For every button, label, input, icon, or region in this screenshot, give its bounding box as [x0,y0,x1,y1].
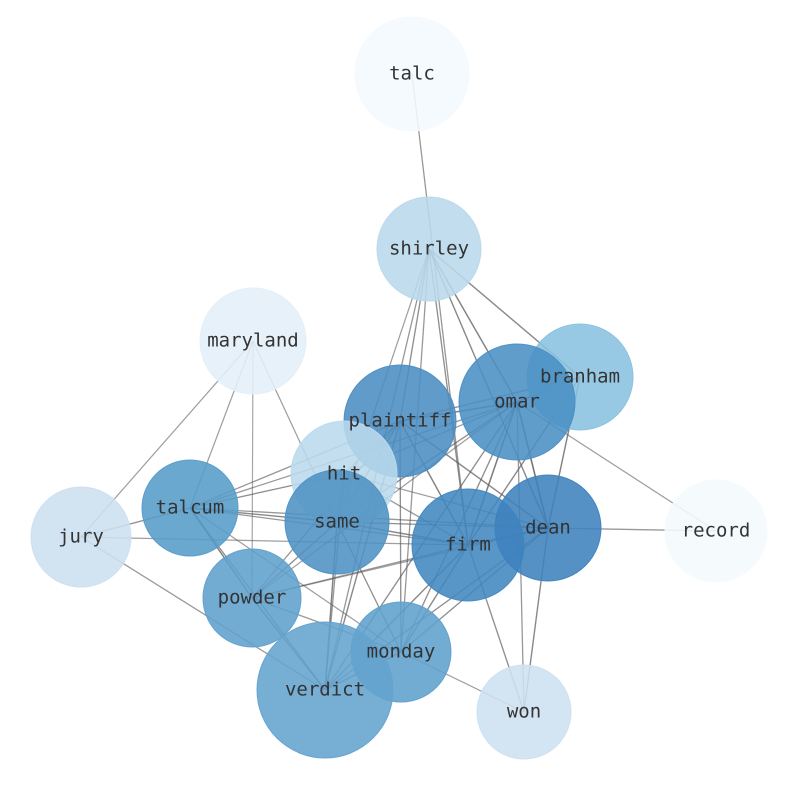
node-label-branham: branham [540,366,620,388]
graph-node-talcum[interactable] [141,459,239,557]
graph-node-same[interactable] [284,469,390,575]
node-label-firm: firm [445,534,491,556]
node-label-verdict: verdict [285,679,365,701]
graph-node-powder[interactable] [202,548,302,648]
graph-node-omar[interactable] [458,343,576,461]
node-label-monday: monday [367,641,436,663]
node-label-hit: hit [327,463,361,485]
node-label-shirley: shirley [389,238,469,260]
node-label-plaintiff: plaintiff [349,410,452,432]
graph-node-jury[interactable] [30,486,132,588]
node-label-powder: powder [218,587,287,609]
graph-node-maryland[interactable] [199,287,307,395]
node-label-record: record [682,520,751,542]
graph-edge [80,536,469,546]
graph-node-verdict[interactable] [256,621,394,759]
graph-edge [411,73,469,546]
graph-node-record[interactable] [664,479,768,583]
graph-node-won[interactable] [476,664,572,760]
node-layer [30,16,768,760]
node-label-dean: dean [525,517,571,539]
node-label-talc: talc [389,63,435,85]
graph-node-shirley[interactable] [376,196,482,302]
node-label-won: won [507,701,541,723]
node-label-maryland: maryland [207,330,299,352]
graph-node-dean[interactable] [494,474,602,582]
graph-node-talc[interactable] [354,16,470,132]
node-label-talcum: talcum [156,497,225,519]
node-label-jury: jury [58,526,104,548]
node-label-omar: omar [494,391,540,413]
node-label-same: same [314,511,360,533]
